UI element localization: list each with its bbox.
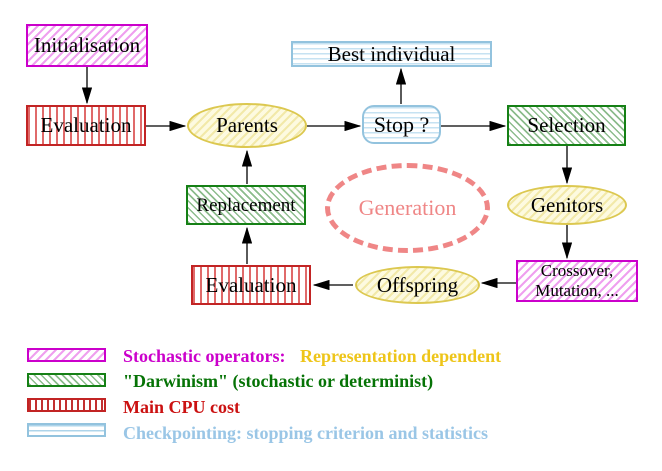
node-generation-label: Generation: [358, 195, 457, 220]
legend-text-stochastic-operators: Stochastic operators:: [123, 346, 286, 366]
node-genitors: Genitors: [507, 185, 627, 225]
node-initialisation-label: Initialisation: [33, 33, 141, 57]
node-genitors-label: Genitors: [530, 192, 604, 217]
node-offspring-label: Offspring: [376, 272, 459, 297]
node-offspring: Offspring: [355, 266, 480, 304]
node-parents: Parents: [187, 103, 307, 148]
node-evaluation-bottom: Evaluation: [191, 265, 311, 305]
node-best-individual-label: Best individual: [327, 41, 456, 66]
legend-swatch-darwinism: [27, 373, 106, 387]
node-selection: Selection: [507, 105, 626, 146]
legend-text-darwinism: "Darwinism" (stochastic or determinist): [123, 371, 434, 391]
node-parents-label: Parents: [216, 113, 278, 137]
legend-text-main-cpu-cost: Main CPU cost: [123, 397, 240, 417]
node-stop: Stop ?: [362, 105, 441, 144]
node-selection-label: Selection: [527, 113, 606, 137]
legend-swatch-main-cpu-cost: [27, 398, 106, 412]
node-crossover-label: Crossover,: [540, 261, 614, 281]
node-evaluation-top-label: Evaluation: [40, 113, 132, 137]
node-stop-label: Stop ?: [373, 111, 430, 137]
node-initialisation: Initialisation: [26, 24, 148, 67]
legend-swatch-stochastic-operators: [27, 348, 106, 362]
node-evaluation-bottom-label: Evaluation: [205, 272, 297, 297]
legend-text-representation-dependent: Representation dependent: [299, 346, 502, 366]
node-mutation-label: Mutation, ...: [535, 281, 619, 300]
legend-label-stochastic-operators: Stochastic operators: Representation dep…: [123, 347, 501, 365]
node-replacement-label: Replacement: [196, 194, 296, 216]
node-best-individual: Best individual: [291, 41, 492, 67]
node-generation: Generation: [325, 163, 490, 253]
node-crossover-mutation: Crossover, Mutation, ...: [516, 260, 638, 302]
node-replacement: Replacement: [186, 185, 306, 225]
node-evaluation-top: Evaluation: [26, 105, 146, 146]
legend-swatch-checkpointing: [27, 423, 106, 437]
legend-text-checkpointing: Checkpointing: stopping criterion and st…: [123, 423, 489, 443]
